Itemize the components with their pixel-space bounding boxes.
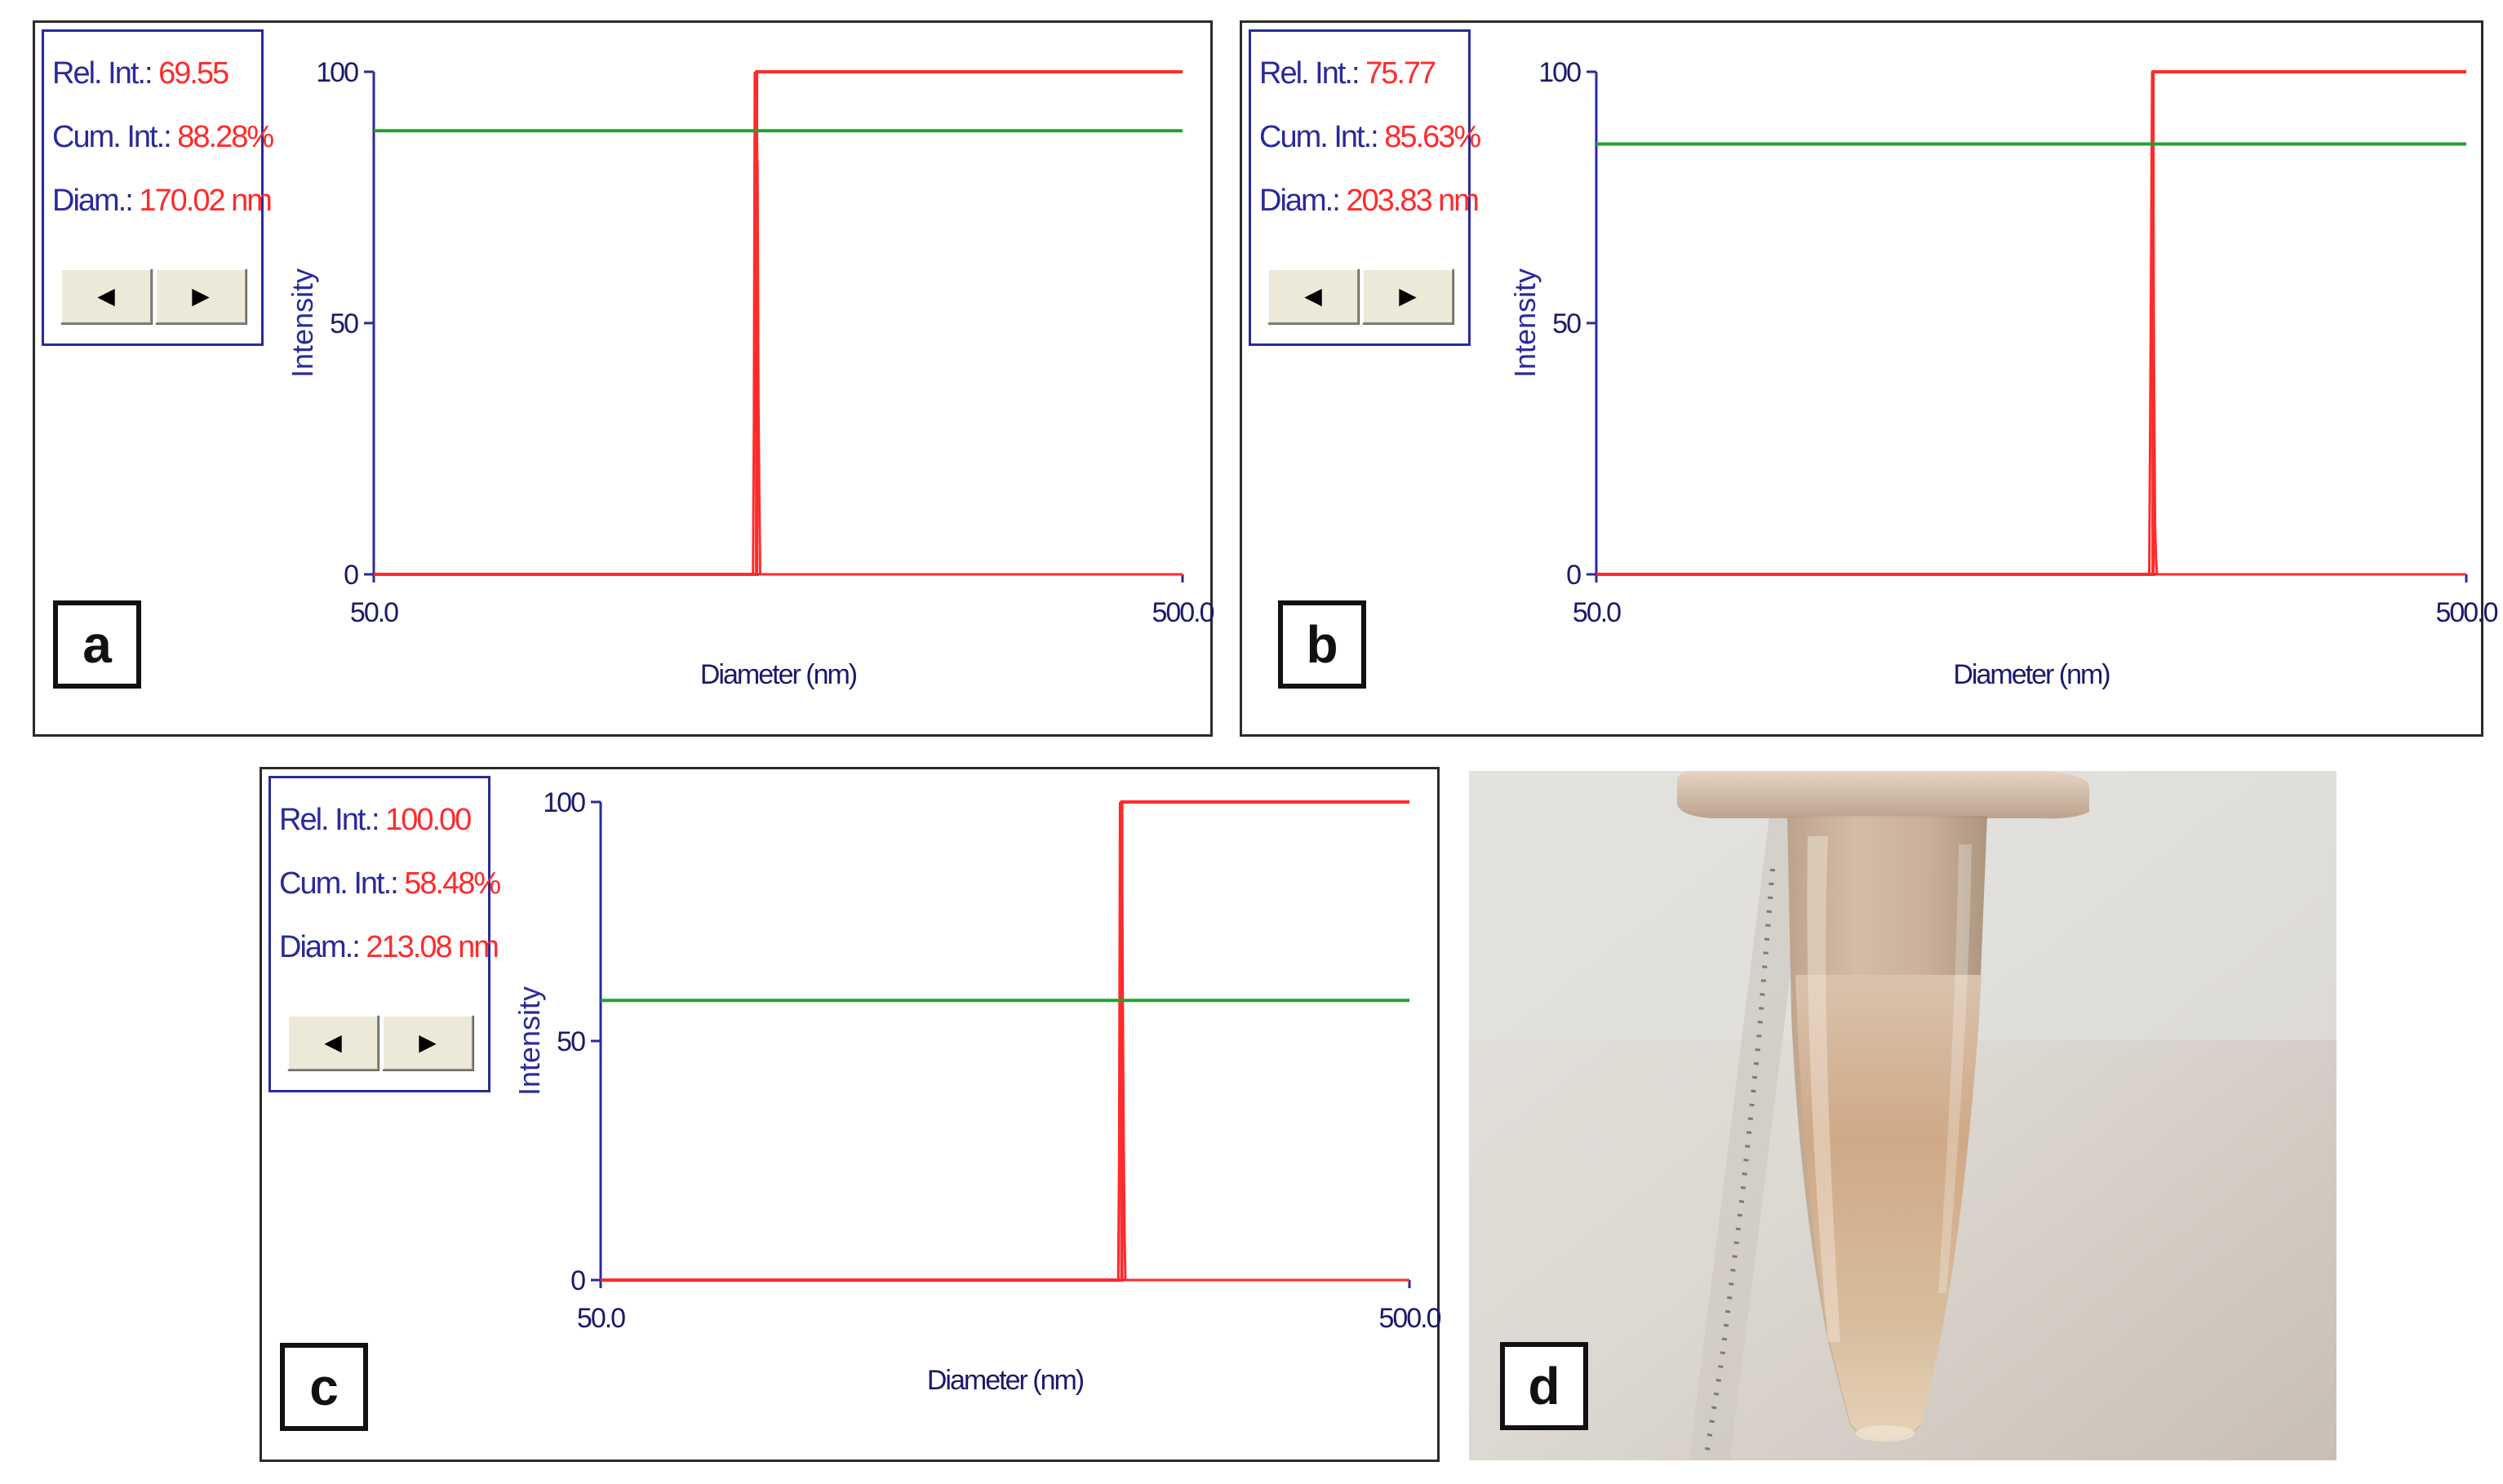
rel-int-label: Rel. Int.: bbox=[1259, 56, 1366, 91]
next-peak-button[interactable]: ▶ bbox=[382, 1015, 473, 1070]
y-tick-label: 0 bbox=[570, 1265, 585, 1296]
panel-label: c bbox=[280, 1343, 368, 1431]
y-tick-label: 50 bbox=[330, 308, 358, 339]
rel-int-readout: Rel. Int.: 69.55 bbox=[52, 56, 229, 91]
cum-int-label: Cum. Int.: bbox=[52, 120, 178, 154]
rel-int-readout: Rel. Int.: 100.00 bbox=[279, 803, 472, 838]
cum-int-readout: Cum. Int.: 88.28% bbox=[52, 120, 274, 155]
rel-int-readout: Rel. Int.: 75.77 bbox=[1259, 56, 1436, 91]
sample-tube-photo bbox=[1469, 771, 2337, 1460]
diam-label: Diam.: bbox=[279, 930, 366, 964]
cum-int-label: Cum. Int.: bbox=[279, 866, 405, 901]
rel-int-label: Rel. Int.: bbox=[52, 56, 159, 91]
diam-readout: Diam.: 213.08 nm bbox=[279, 930, 499, 965]
triangle-right-icon: ▶ bbox=[192, 283, 210, 308]
series-distribution-line bbox=[1596, 71, 2466, 576]
triangle-right-icon: ▶ bbox=[1399, 283, 1417, 308]
cum-int-label: Cum. Int.: bbox=[1259, 120, 1385, 154]
y-tick-label: 0 bbox=[344, 560, 358, 591]
triangle-left-icon: ◀ bbox=[324, 1030, 342, 1055]
panel-a: Rel. Int.: 69.55 Cum. Int.: 88.28% Diam.… bbox=[33, 20, 1216, 737]
diam-label: Diam.: bbox=[52, 184, 140, 218]
cum-int-readout: Cum. Int.: 58.48% bbox=[279, 866, 501, 901]
y-tick-label: 0 bbox=[1566, 560, 1581, 591]
diam-value: 170.02 nm bbox=[139, 184, 273, 218]
diam-label: Diam.: bbox=[1259, 184, 1347, 218]
cursor-nav: ◀ ▶ bbox=[1267, 268, 1457, 326]
y-tick-label: 100 bbox=[316, 57, 358, 88]
y-tick-label: 100 bbox=[543, 787, 585, 818]
series-cumulative-line bbox=[1596, 70, 2466, 576]
diam-readout: Diam.: 170.02 nm bbox=[52, 184, 273, 219]
prev-peak-button[interactable]: ◀ bbox=[60, 268, 152, 324]
triangle-left-icon: ◀ bbox=[97, 283, 115, 308]
series-cumulative-line bbox=[374, 70, 1183, 576]
y-tick-label: 50 bbox=[1552, 308, 1581, 339]
series-cumulative-line bbox=[601, 800, 1409, 1282]
cum-int-value: 58.48% bbox=[404, 866, 501, 901]
diam-value: 213.08 nm bbox=[366, 930, 499, 964]
cum-int-readout: Cum. Int.: 85.63% bbox=[1259, 120, 1481, 155]
triangle-right-icon: ▶ bbox=[419, 1030, 437, 1055]
cum-int-value: 88.28% bbox=[177, 120, 274, 154]
cum-int-value: 85.63% bbox=[1384, 120, 1481, 154]
panel-label: d bbox=[1500, 1342, 1588, 1430]
cursor-nav: ◀ ▶ bbox=[287, 1015, 477, 1072]
readout-box: Rel. Int.: 69.55 Cum. Int.: 88.28% Diam.… bbox=[42, 29, 274, 346]
panel-label: b bbox=[1278, 600, 1366, 689]
y-tick-label: 100 bbox=[1538, 57, 1581, 88]
x-tick-label: 500.0 bbox=[1152, 597, 1214, 628]
diam-value: 203.83 nm bbox=[1346, 184, 1480, 218]
x-axis-label: Diameter (nm) bbox=[1953, 659, 2110, 690]
next-peak-button[interactable]: ▶ bbox=[155, 268, 246, 324]
x-tick-label: 500.0 bbox=[2435, 597, 2497, 628]
x-tick-label: 50.0 bbox=[350, 597, 398, 628]
y-axis-label: Intensity bbox=[1508, 268, 1542, 378]
next-peak-button[interactable]: ▶ bbox=[1362, 268, 1453, 324]
rel-int-label: Rel. Int.: bbox=[279, 803, 386, 837]
panel-b: Rel. Int.: 75.77 Cum. Int.: 85.63% Diam.… bbox=[1240, 20, 2500, 737]
y-tick-label: 50 bbox=[557, 1026, 585, 1057]
series-distribution-line bbox=[374, 71, 1183, 576]
x-tick-label: 50.0 bbox=[1573, 597, 1621, 628]
y-axis-label: Intensity bbox=[513, 986, 546, 1096]
cursor-nav: ◀ ▶ bbox=[60, 268, 250, 326]
x-axis-label: Diameter (nm) bbox=[927, 1365, 1084, 1396]
prev-peak-button[interactable]: ◀ bbox=[1267, 268, 1359, 324]
rel-int-value: 69.55 bbox=[158, 56, 229, 91]
diam-readout: Diam.: 203.83 nm bbox=[1259, 184, 1480, 219]
tube-cap bbox=[1677, 771, 2089, 819]
y-axis-label: Intensity bbox=[286, 268, 319, 378]
x-tick-label: 500.0 bbox=[1378, 1303, 1440, 1334]
x-tick-label: 50.0 bbox=[577, 1303, 625, 1334]
x-axis-label: Diameter (nm) bbox=[700, 659, 857, 690]
panel-d: d bbox=[1469, 771, 2337, 1460]
prev-peak-button[interactable]: ◀ bbox=[287, 1015, 379, 1070]
series-distribution-line bbox=[601, 801, 1409, 1282]
tube-fluid bbox=[1795, 975, 1982, 1440]
triangle-left-icon: ◀ bbox=[1304, 283, 1322, 308]
rel-int-value: 75.77 bbox=[1365, 56, 1436, 91]
panel-c: Rel. Int.: 100.00 Cum. Int.: 58.48% Diam… bbox=[260, 767, 1443, 1462]
readout-box: Rel. Int.: 75.77 Cum. Int.: 85.63% Diam.… bbox=[1249, 29, 1481, 346]
readout-box: Rel. Int.: 100.00 Cum. Int.: 58.48% Diam… bbox=[268, 776, 501, 1092]
rel-int-value: 100.00 bbox=[385, 803, 472, 837]
panel-label: a bbox=[53, 600, 141, 689]
